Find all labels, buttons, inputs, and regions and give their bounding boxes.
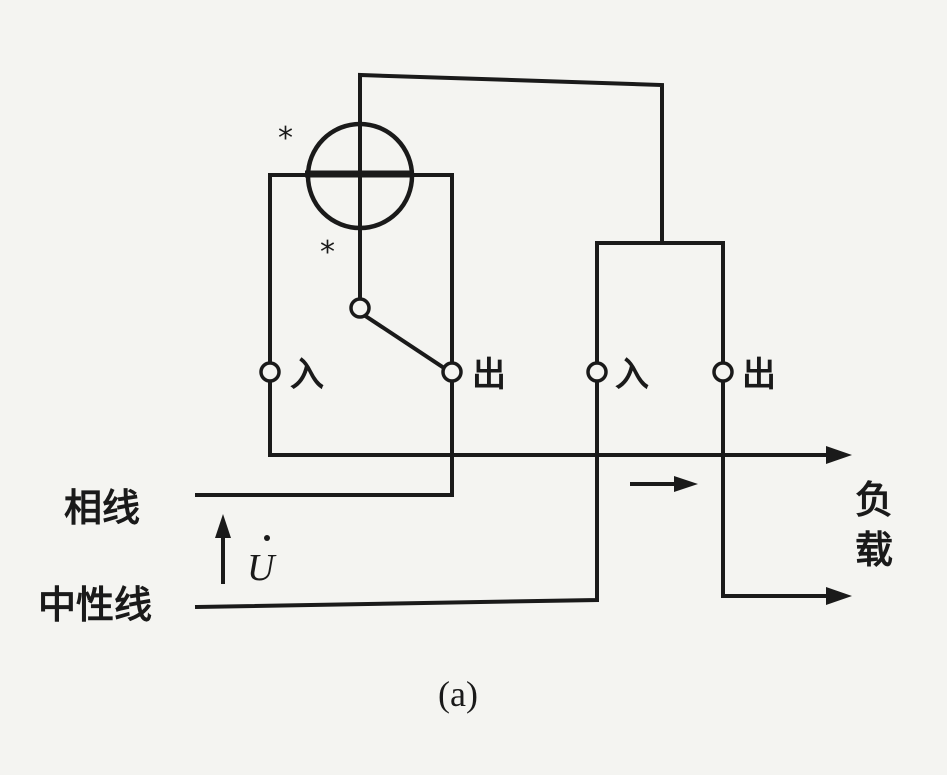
- current-out-terminal: [712, 361, 734, 383]
- wire-phase: [195, 383, 454, 497]
- terminal-label-current-out: 出: [742, 355, 776, 395]
- polarity-mark-current: *: [320, 235, 335, 270]
- load-label-char1: 负: [855, 478, 893, 522]
- load-arrow-upper-head: [826, 446, 852, 464]
- switch-pivot-terminal: [349, 297, 371, 319]
- polarity-mark-voltage: *: [278, 121, 293, 156]
- terminal-label-voltage-out: 出: [472, 355, 506, 395]
- meter-symbol: [305, 121, 415, 231]
- voltage-in-terminal: [259, 361, 281, 383]
- current-arrow-head: [674, 476, 698, 492]
- voltage-arrow-head: [215, 514, 231, 538]
- voltage-symbol: U: [247, 535, 277, 589]
- voltage-out-terminal: [441, 361, 463, 383]
- terminal-label-current-in: 入: [615, 355, 649, 395]
- wire-load-return: [721, 383, 832, 598]
- wire-neutral: [194, 383, 599, 610]
- voltage-symbol-dot: [264, 535, 270, 541]
- wire-left-box-bottom: [268, 383, 832, 457]
- voltage-symbol-letter: U: [247, 547, 277, 589]
- terminal-label-voltage-in: 入: [290, 355, 324, 395]
- phase-line-label: 相线: [64, 486, 140, 530]
- wires: [194, 72, 832, 610]
- neutral-line-label: 中性线: [38, 583, 152, 627]
- load-label-char2: 载: [855, 528, 893, 572]
- figure-caption: (a): [438, 674, 478, 714]
- switch-blade: [364, 314, 450, 373]
- wire-right-box-top: [595, 241, 725, 387]
- wire-meter-top-loop: [358, 72, 664, 245]
- current-in-terminal: [586, 361, 608, 383]
- load-arrow-lower-head: [826, 587, 852, 605]
